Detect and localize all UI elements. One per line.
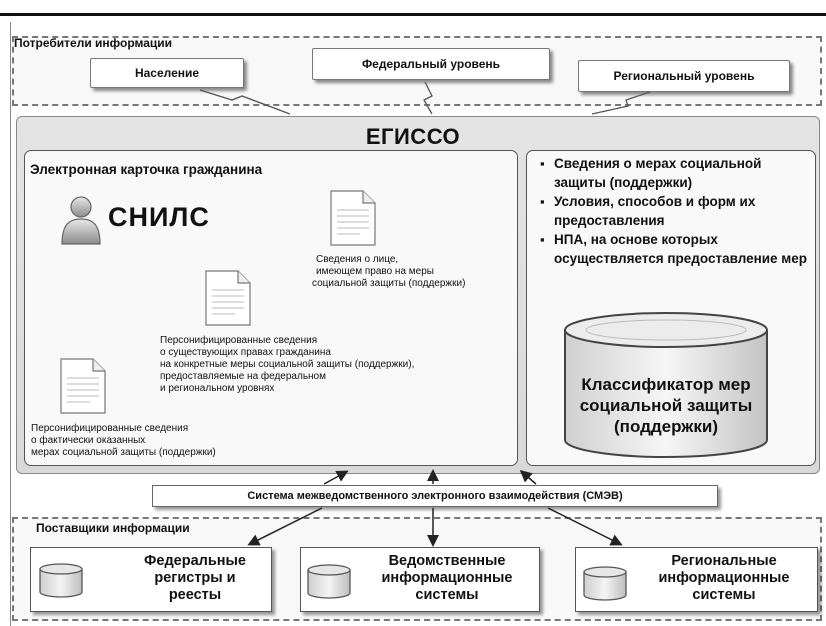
provider-line: Региональные (671, 553, 777, 569)
provider-regional-label: Региональные информационные системы (632, 553, 816, 604)
note-provided-line: о фактически оказанных (31, 435, 146, 446)
note-provided-line: мерах социальной защиты (поддержки) (31, 447, 216, 458)
provider-line: регистры и (154, 570, 236, 586)
egisso-title: ЕГИССО (365, 124, 461, 149)
note-person-line: Сведения о лице, (316, 254, 399, 265)
document-icon (60, 358, 106, 414)
measures-item: Сведения о мерах социальной защиты (подд… (540, 154, 815, 192)
note-person-line: социальной защиты (поддержки) (312, 278, 466, 289)
classifier-line: (поддержки) (614, 417, 718, 436)
provider-federal-label: Федеральные регистры и реесты (118, 553, 272, 604)
classifier-line: социальной защиты (579, 396, 753, 415)
snils-label: СНИЛС (108, 202, 210, 232)
note-provided-line: Персонифицированные сведения (31, 423, 189, 434)
note-rights: Персонифицированные сведения о существую… (160, 335, 414, 395)
top-rule (0, 13, 826, 16)
measures-item: НПА, на основе которых осуществляется пр… (540, 230, 815, 268)
provider-departmental-label: Ведомственные информационные системы (356, 553, 538, 604)
note-rights-line: о существующих правах гражданина (160, 347, 331, 358)
note-rights-line: на конкретные меры социальной защиты (по… (160, 359, 415, 370)
consumer-regional-level: Региональный уровень (578, 60, 790, 92)
note-rights-line: Персонифицированные сведения (160, 335, 318, 346)
note-rights-line: и региональном уровнях (160, 383, 275, 394)
consumers-label: Потребители информации (14, 36, 173, 50)
left-rule (10, 22, 11, 626)
provider-line: Федеральные (144, 553, 246, 569)
consumer-federal-level: Федеральный уровень (312, 48, 550, 80)
document-icon (205, 270, 251, 326)
citizen-card-title: Электронная карточка гражданина (30, 162, 263, 177)
provider-line: системы (415, 587, 479, 603)
measures-list: Сведения о мерах социальной защиты (подд… (540, 154, 815, 268)
providers-label: Поставщики информации (36, 521, 190, 535)
provider-line: системы (692, 587, 756, 603)
provider-line: информационные (381, 570, 513, 586)
document-icon (330, 190, 376, 246)
consumer-population: Население (90, 58, 244, 88)
provider-line: Ведомственные (388, 553, 506, 569)
provider-line: информационные (658, 570, 790, 586)
measures-item: Условия, способов и форм их предоставлен… (540, 192, 815, 230)
classifier-label: Классификатор мер социальной защиты (под… (560, 374, 772, 437)
note-rights-line: предоставляемые на федеральном (160, 371, 326, 382)
note-person: Сведения о лице, имеющем право на меры с… (312, 254, 465, 290)
note-person-line: имеющем право на меры (316, 266, 434, 277)
classifier-line: Классификатор мер (581, 375, 751, 394)
smev-bus: Система межведомственного электронного в… (152, 485, 718, 507)
provider-line: реесты (168, 587, 222, 603)
citizen-card-panel (24, 150, 518, 466)
note-provided: Персонифицированные сведения о фактическ… (31, 423, 216, 459)
